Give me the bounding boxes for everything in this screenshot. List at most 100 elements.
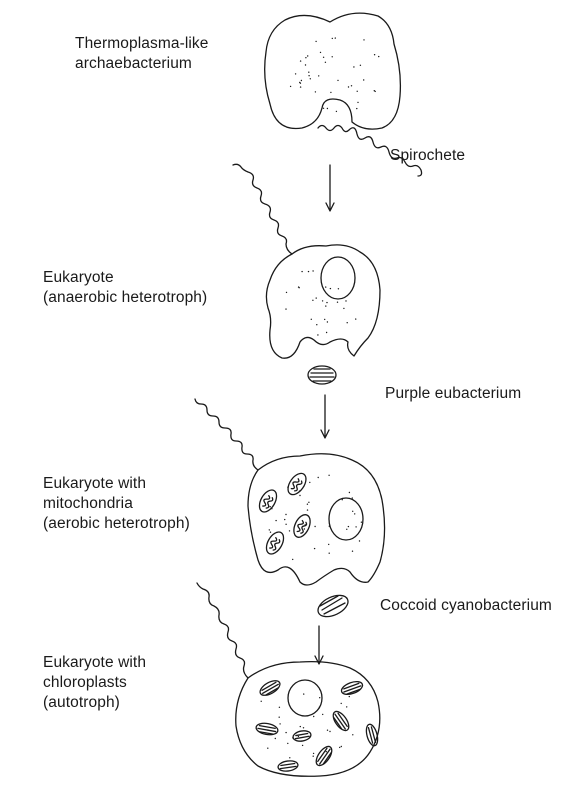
cytoplasm-stippling (261, 37, 380, 758)
stipple-dot (322, 714, 323, 715)
autotroph-eukaryote-cell (236, 662, 380, 777)
stipple-dot (307, 55, 308, 56)
stipple-dot (363, 39, 364, 40)
stipple-dot (303, 727, 304, 728)
stipple-dot (312, 270, 313, 271)
stipple-dot (298, 736, 299, 737)
stipple-dot (329, 526, 330, 527)
stipple-dot (328, 544, 329, 545)
stipple-dot (279, 707, 280, 708)
stipple-dot (310, 78, 311, 79)
stipple-dot (319, 707, 320, 708)
stipple-dot (270, 506, 271, 507)
stipple-dot (314, 548, 315, 549)
stipple-dot (312, 300, 313, 301)
nucleus (329, 498, 363, 540)
label-line: archaebacterium (75, 54, 209, 74)
stipple-dot (348, 526, 349, 527)
undulipodium (197, 583, 248, 678)
stipple-dot (324, 319, 325, 320)
stipple-dot (325, 286, 326, 287)
stipple-dot (347, 322, 348, 323)
stipple-dot (329, 553, 330, 554)
stipple-dot (276, 532, 277, 533)
stipple-dot (335, 37, 336, 38)
stipple-dot (351, 85, 352, 86)
stipple-dot (292, 737, 293, 738)
stipple-dot (285, 514, 286, 515)
stipple-dot (300, 86, 301, 87)
stipple-dot (309, 482, 310, 483)
stipple-dot (315, 91, 316, 92)
stipple-dot (300, 60, 301, 61)
stipple-dot (295, 73, 296, 74)
stipple-dot (300, 83, 301, 84)
stipple-dot (275, 520, 276, 521)
stipple-dot (327, 730, 328, 731)
stipple-dot (319, 689, 320, 690)
stipple-dot (314, 526, 315, 527)
stipple-dot (313, 716, 314, 717)
label-line: Spirochete (390, 146, 465, 166)
stipple-dot (269, 529, 270, 530)
stipple-dot (327, 108, 328, 109)
chloroplasts (255, 678, 379, 773)
stipple-dot (375, 91, 376, 92)
stipple-dot (355, 526, 356, 527)
stipple-dot (315, 41, 316, 42)
stipple-dot (323, 57, 324, 58)
label-line: Eukaryote with (43, 474, 190, 494)
stipple-dot (298, 286, 299, 287)
stipple-dot (286, 292, 287, 293)
chloroplast (292, 730, 311, 743)
stipple-dot (325, 62, 326, 63)
stipple-dot (356, 108, 357, 109)
stipple-dot (348, 86, 349, 87)
stipple-dot (337, 302, 338, 303)
stipple-dot (360, 65, 361, 66)
stipple-dot (326, 751, 327, 752)
stipple-dot (338, 288, 339, 289)
stipple-dot (307, 504, 308, 505)
stipple-dot (346, 706, 347, 707)
stipple-dot (357, 91, 358, 92)
undulipodium (233, 164, 292, 254)
stipple-dot (349, 696, 350, 697)
stipple-dot (289, 530, 290, 531)
stipple-dot (316, 297, 317, 298)
stipple-dot (339, 747, 340, 748)
stipple-dot (267, 729, 268, 730)
archaebacterium-cell (265, 13, 401, 129)
stipple-dot (337, 80, 338, 81)
stipple-dot (289, 757, 290, 758)
stipple-dot (330, 92, 331, 93)
stipple-dot (302, 745, 303, 746)
stipple-dot (271, 508, 272, 509)
label-eukaryote-anaerobic: Eukaryote (anaerobic heterotroph) (43, 268, 207, 308)
label-eukaryote-mitochondria: Eukaryote with mitochondria (aerobic het… (43, 474, 190, 534)
label-line: Coccoid cyanobacterium (380, 596, 552, 616)
chloroplast (277, 760, 298, 773)
mitochondrion (263, 529, 287, 557)
nucleus (288, 680, 322, 716)
stipple-dot (342, 499, 343, 500)
stipple-dot (353, 66, 354, 67)
stipple-dot (345, 300, 346, 301)
stipple-dot (292, 559, 293, 560)
stipple-dot (374, 54, 375, 55)
label-line: chloroplasts (43, 673, 146, 693)
stipple-dot (328, 475, 329, 476)
stipple-dot (352, 497, 353, 498)
label-eukaryote-chloroplasts: Eukaryote with chloroplasts (autotroph) (43, 653, 146, 713)
stipple-dot (290, 86, 291, 87)
stipple-dot (332, 56, 333, 57)
chloroplast (340, 679, 364, 697)
anaerobic-eukaryote-cell (266, 245, 380, 358)
stipple-dot (308, 502, 309, 503)
purple-eubacterium (308, 366, 336, 384)
stipple-dot (355, 318, 356, 319)
mitochondrion (291, 512, 314, 540)
label-line: Eukaryote with (43, 653, 146, 673)
arrow-3 (315, 626, 323, 664)
